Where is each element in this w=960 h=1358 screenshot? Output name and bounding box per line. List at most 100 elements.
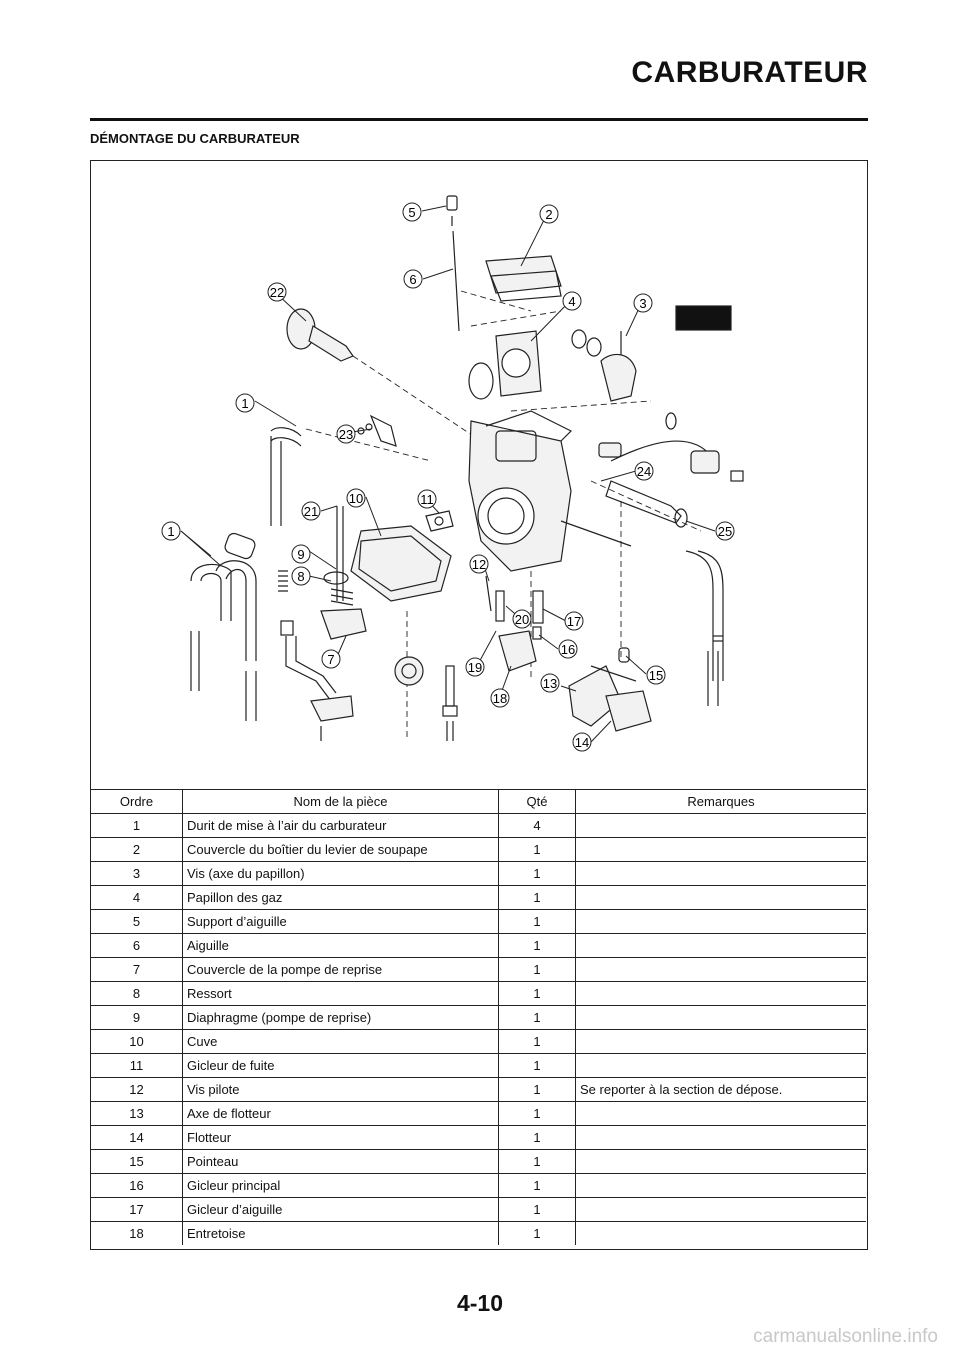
cell-remarques [575, 1029, 866, 1054]
callout-7: 7 [321, 649, 341, 669]
callout-text: 24 [637, 464, 651, 479]
callout-text: 10 [349, 491, 363, 506]
cell-qte: 1 [498, 1101, 576, 1126]
cell-nom: Vis pilote [182, 1077, 499, 1102]
cell-nom: Couvercle du boîtier du levier de soupap… [182, 837, 499, 862]
callout-11: 11 [417, 489, 437, 509]
cell-ordre: 17 [91, 1197, 183, 1222]
cell-ordre: 18 [91, 1221, 183, 1245]
cell-remarques [575, 1197, 866, 1222]
cell-qte: 1 [498, 1173, 576, 1198]
callout-8: 8 [291, 566, 311, 586]
cell-qte: 1 [498, 933, 576, 958]
section-title: DÉMONTAGE DU CARBURATEUR [90, 131, 300, 146]
callout-text: 12 [472, 557, 486, 572]
cell-remarques [575, 909, 866, 934]
cell-nom: Cuve [182, 1029, 499, 1054]
callout-5: 5 [402, 202, 422, 222]
cell-nom: Papillon des gaz [182, 885, 499, 910]
callout-text: 14 [575, 735, 589, 750]
callout-24: 24 [634, 461, 654, 481]
cell-qte: 1 [498, 1221, 576, 1245]
cell-remarques [575, 1173, 866, 1198]
cell-ordre: 8 [91, 981, 183, 1006]
cell-remarques [575, 861, 866, 886]
callout-1a: 1 [235, 393, 255, 413]
page-title: CARBURATEUR [631, 56, 868, 89]
callout-2: 2 [539, 204, 559, 224]
callout-text: 1 [167, 524, 174, 539]
cell-ordre: 6 [91, 933, 183, 958]
callout-12: 12 [469, 554, 489, 574]
callout-13: 13 [540, 673, 560, 693]
cell-remarques [575, 1053, 866, 1078]
cell-remarques [575, 813, 866, 838]
callout-text: 5 [408, 205, 415, 220]
cell-nom: Aiguille [182, 933, 499, 958]
carburetor-drawing [190, 195, 744, 741]
cell-qte: 1 [498, 981, 576, 1006]
cell-nom: Pointeau [182, 1149, 499, 1174]
cell-qte: 1 [498, 1005, 576, 1030]
cell-ordre: 1 [91, 813, 183, 838]
cell-qte: 1 [498, 837, 576, 862]
callout-text: 17 [567, 614, 581, 629]
callout-text: 3 [639, 296, 646, 311]
header-remarques: Remarques [575, 789, 866, 814]
callout-text: 23 [339, 427, 353, 442]
callout-text: 11 [420, 492, 434, 507]
cell-ordre: 16 [91, 1173, 183, 1198]
content-frame: 1 1 2 3 4 5 6 7 8 9 10 11 12 13 14 15 16… [90, 160, 868, 1250]
callout-3: 3 [633, 293, 653, 313]
cell-remarques [575, 1125, 866, 1150]
callout-19: 19 [465, 657, 485, 677]
callout-text: 16 [561, 642, 575, 657]
cell-nom: Flotteur [182, 1125, 499, 1150]
callout-23: 23 [336, 424, 356, 444]
callout-15: 15 [646, 665, 666, 685]
cell-qte: 1 [498, 1077, 576, 1102]
callout-text: 2 [545, 207, 552, 222]
cell-qte: 1 [498, 1053, 576, 1078]
callout-text: 13 [543, 676, 557, 691]
callout-text: 19 [468, 660, 482, 675]
cell-qte: 1 [498, 861, 576, 886]
cell-nom: Diaphragme (pompe de reprise) [182, 1005, 499, 1030]
callout-text: 22 [270, 285, 284, 300]
cell-remarques [575, 1149, 866, 1174]
cell-remarques [575, 981, 866, 1006]
cell-qte: 4 [498, 813, 576, 838]
cell-nom: Gicleur principal [182, 1173, 499, 1198]
cell-remarques [575, 837, 866, 862]
cell-qte: 1 [498, 957, 576, 982]
callout-4: 4 [562, 291, 582, 311]
callout-1b: 1 [161, 521, 181, 541]
header-qte: Qté [498, 789, 576, 814]
callout-labels: 1 1 2 3 4 5 6 7 8 9 10 11 12 13 14 15 16… [161, 202, 735, 752]
cell-nom: Support d’aiguille [182, 909, 499, 934]
callout-text: 8 [297, 569, 304, 584]
cell-ordre: 3 [91, 861, 183, 886]
cell-remarques [575, 1005, 866, 1030]
cell-qte: 1 [498, 1029, 576, 1054]
callout-text: 21 [304, 504, 318, 519]
watermark: carmanualsonline.info [753, 1326, 938, 1347]
cell-nom: Gicleur d’aiguille [182, 1197, 499, 1222]
cell-qte: 1 [498, 909, 576, 934]
cell-qte: 1 [498, 885, 576, 910]
cell-remarques [575, 957, 866, 982]
cell-ordre: 9 [91, 1005, 183, 1030]
